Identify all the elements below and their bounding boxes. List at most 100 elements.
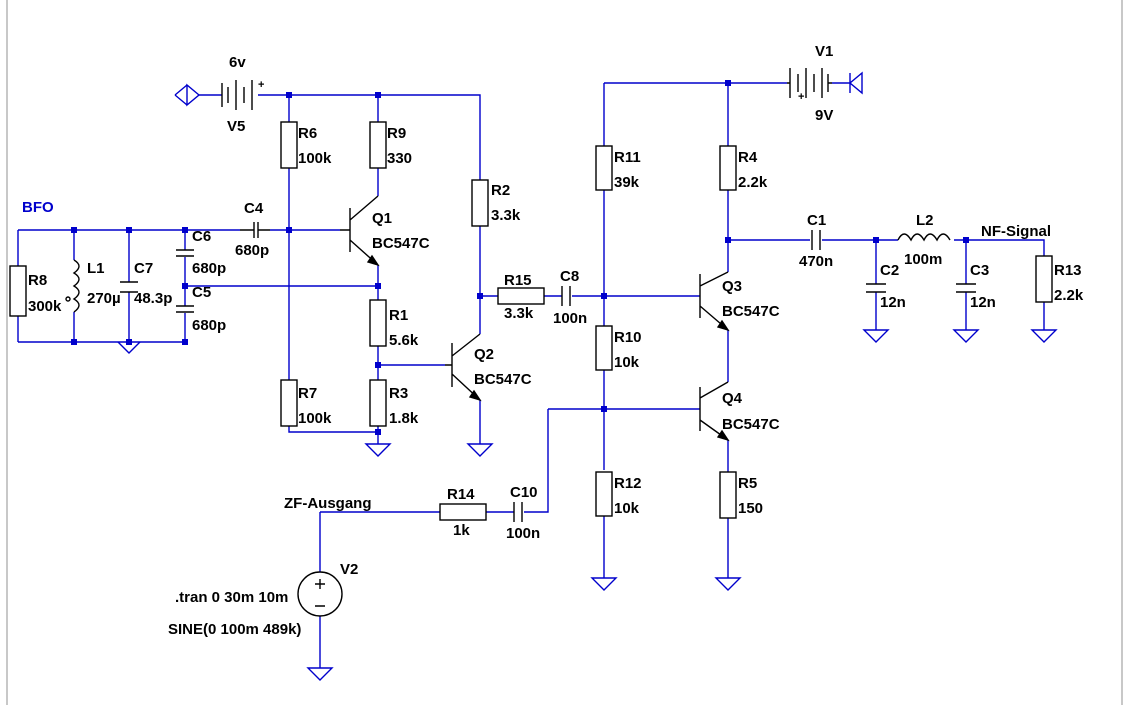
ground-r3: [364, 443, 392, 457]
label-Q2-value: BC547C: [474, 371, 532, 388]
ground-v2: [306, 667, 334, 681]
label-R10-ref: R10: [614, 329, 642, 346]
label-R12-ref: R12: [614, 475, 642, 492]
label-C3-ref: C3: [970, 262, 989, 279]
label-C7-value: 48.3p: [134, 290, 172, 307]
capacitor-C5: [176, 305, 194, 313]
resistor-R6: [280, 121, 298, 169]
label-R8-value: 300k: [28, 298, 62, 315]
ground-q2: [466, 443, 494, 457]
label-C8-ref: C8: [560, 268, 579, 285]
capacitors: [120, 222, 976, 522]
resistors: [9, 121, 1053, 521]
label-source-directive: SINE(0 100m 489k): [168, 621, 301, 638]
label-R14-ref: R14: [447, 486, 475, 503]
label-R12-value: 10k: [614, 500, 640, 517]
label-C2-ref: C2: [880, 262, 899, 279]
ground-r5: [714, 577, 742, 591]
resistor-R11: [595, 145, 613, 191]
capacitor-C7: [120, 281, 138, 293]
label-R10-value: 10k: [614, 354, 640, 371]
label-R7-ref: R7: [298, 385, 317, 402]
label-C7-ref: C7: [134, 260, 153, 277]
battery-V5: +: [221, 79, 264, 110]
label-R11-value: 39k: [614, 174, 640, 191]
resistor-R12: [595, 471, 613, 517]
label-R7-value: 100k: [298, 410, 332, 427]
transistor-Q1: [340, 195, 380, 267]
label-R9-value: 330: [387, 150, 412, 167]
inductor-L1-dot: [65, 296, 71, 302]
ground-c2: [862, 329, 890, 343]
label-V2-ref: V2: [340, 561, 358, 578]
label-R1-ref: R1: [389, 307, 408, 324]
label-C5-value: 680p: [192, 317, 226, 334]
inductors: [65, 233, 951, 313]
label-C6-ref: C6: [192, 228, 211, 245]
transistor-Q2: [445, 333, 482, 402]
label-R11-ref: R11: [614, 149, 641, 166]
ground-r12: [590, 577, 618, 591]
label-R3-value: 1.8k: [389, 410, 419, 427]
sources: + +: [221, 68, 832, 617]
label-Q2-ref: Q2: [474, 346, 494, 363]
inductor-L1: [72, 259, 80, 313]
label-Q1-ref: Q1: [372, 210, 392, 227]
label-Q3-value: BC547C: [722, 303, 780, 320]
resistor-R8: [9, 265, 27, 317]
junctions: [71, 80, 969, 435]
capacitor-C1: [811, 230, 821, 250]
svg-text:+: +: [258, 79, 264, 91]
label-R14-value: 1k: [453, 522, 470, 539]
label-Q4-value: BC547C: [722, 416, 780, 433]
resistor-R13: [1035, 255, 1053, 303]
label-net-nf: NF-Signal: [981, 223, 1051, 240]
transistors: [340, 195, 730, 442]
label-R6-value: 100k: [298, 150, 332, 167]
label-V1-value: 9V: [815, 107, 833, 124]
label-R5-ref: R5: [738, 475, 757, 492]
label-R5-value: 150: [738, 500, 763, 517]
battery-V1: +: [787, 68, 832, 103]
resistor-R1: [369, 299, 387, 347]
label-R1-value: 5.6k: [389, 332, 419, 349]
label-L1-ref: L1: [87, 260, 105, 277]
transistor-Q3: [699, 271, 730, 332]
label-Q4-ref: Q4: [722, 390, 743, 407]
label-C5-ref: C5: [192, 284, 211, 301]
wires: [17, 82, 1045, 668]
label-R6-ref: R6: [298, 125, 317, 142]
resistor-R9: [369, 121, 387, 169]
label-C2-value: 12n: [880, 294, 906, 311]
ground-symbols: [117, 71, 1058, 681]
label-R2-ref: R2: [491, 182, 510, 199]
ground-bfo: [117, 341, 141, 354]
label-C8-value: 100n: [553, 310, 587, 327]
label-R4-value: 2.2k: [738, 174, 768, 191]
label-V5-value: 6v: [229, 54, 246, 71]
label-tran-directive: .tran 0 30m 10m: [175, 589, 288, 606]
label-R8-ref: R8: [28, 272, 47, 289]
label-R15-value: 3.3k: [504, 305, 534, 322]
capacitor-C6: [176, 249, 194, 257]
resistor-R10: [595, 325, 613, 371]
label-C10-ref: C10: [510, 484, 538, 501]
transistor-Q4: [699, 381, 730, 442]
labels: 6v V5 V1 9V R6 100k R9 330 R2 3.3k C4 68…: [22, 43, 1084, 638]
capacitor-C3: [956, 283, 976, 293]
label-R2-value: 3.3k: [491, 207, 521, 224]
capacitor-C10: [513, 502, 523, 522]
label-C3-value: 12n: [970, 294, 996, 311]
ground-arrow-9v: [848, 71, 863, 95]
inductor-L2: [897, 233, 951, 242]
label-V1-ref: V1: [815, 43, 833, 60]
label-R3-ref: R3: [389, 385, 408, 402]
label-C10-value: 100n: [506, 525, 540, 542]
ground-r13: [1030, 329, 1058, 343]
label-L1-value: 270µ: [87, 290, 121, 307]
label-R15-ref: R15: [504, 272, 532, 289]
label-C4-ref: C4: [244, 200, 264, 217]
svg-text:+: +: [798, 91, 804, 103]
